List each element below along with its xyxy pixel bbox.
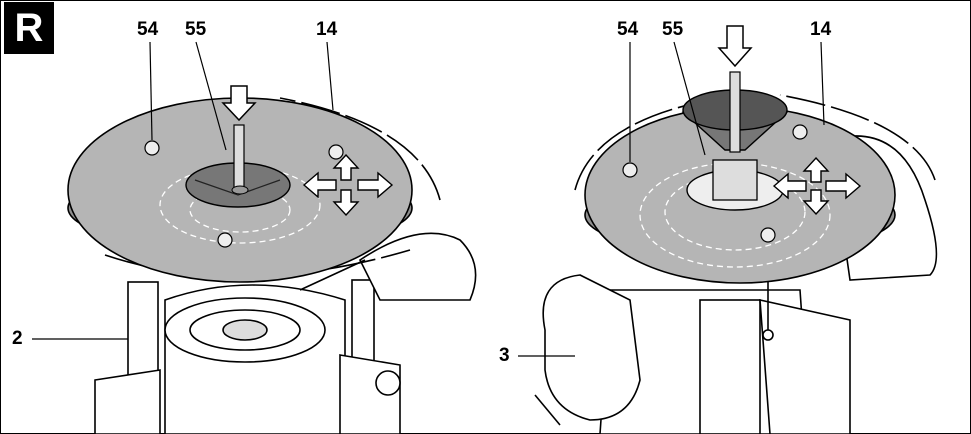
right-screw-2 [792,124,808,140]
right-screw-54 [622,162,638,178]
right-screw-3 [760,227,776,243]
left-centering-pin [233,124,245,191]
right-cord [534,394,561,426]
left-base-block [94,369,161,434]
left-handle-line [299,259,366,291]
left-screw-3 [217,232,233,248]
right-adjust-arrows [772,156,862,216]
left-knob [375,370,401,396]
left-handle [358,232,477,301]
left-leader-lines [32,41,334,340]
left-down-arrow [221,85,257,122]
callout-2: 2 [12,328,23,349]
left-screw-2 [328,144,344,160]
figure-badge: R [4,2,54,54]
left-collet [222,319,268,341]
callout-55-left: 55 [185,19,207,40]
callout-14-left: 14 [316,19,338,40]
left-router-body [94,232,477,434]
left-plate-dashed-circle [159,166,321,244]
left-adjust-arrows [302,153,394,217]
callout-54-left: 54 [137,19,159,40]
callout-14-right: 14 [810,19,832,40]
right-rod-nut [762,329,774,341]
right-down-arrow [717,25,753,68]
right-column [699,299,761,434]
right-leader-lines [518,41,825,357]
right-base-plate [584,25,896,284]
right-handle [542,274,641,421]
right-side-block [759,298,851,434]
left-screw-54 [144,140,160,156]
right-centering-pin [729,71,741,153]
callout-3: 3 [499,345,510,366]
left-base-plate [67,85,413,283]
callout-55-right: 55 [662,19,684,40]
right-collar [712,159,758,201]
callout-54-right: 54 [617,19,639,40]
